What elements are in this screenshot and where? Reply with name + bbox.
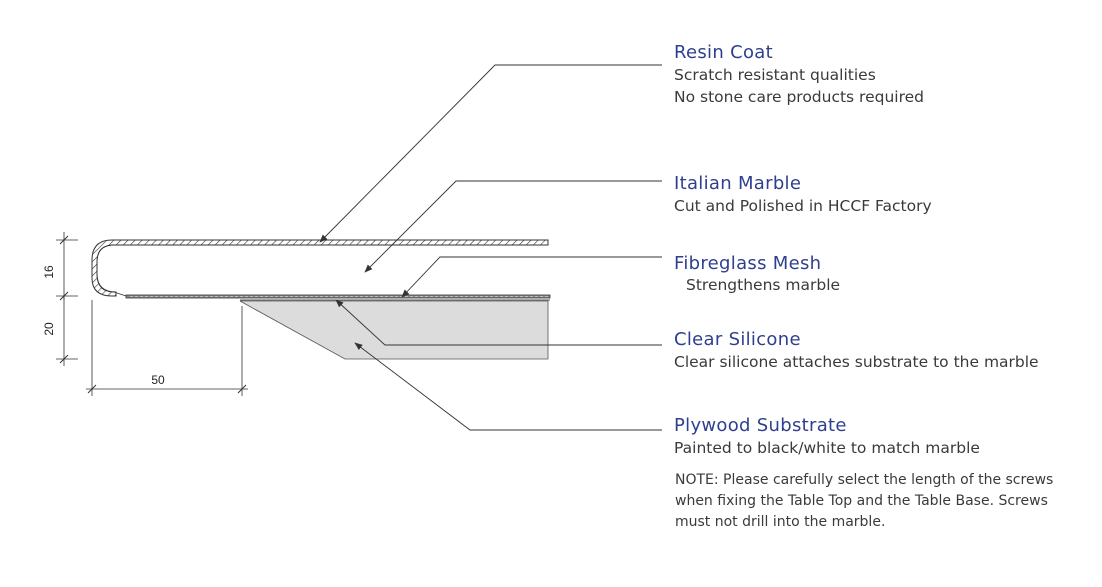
resin-coat-title: Resin Coat <box>674 42 773 63</box>
plywood-substrate-layer <box>239 300 549 360</box>
dimension-16-label: 16 <box>42 265 56 279</box>
dimension-marble-thickness: 16 <box>42 232 78 301</box>
dimension-20-label: 20 <box>42 322 56 336</box>
italian-marble-title: Italian Marble <box>674 173 802 194</box>
fibreglass-mesh-desc: Strengthens marble <box>686 276 841 294</box>
marble-layer <box>96 244 548 297</box>
leader-clear-silicone <box>335 299 662 346</box>
plywood-substrate-title: Plywood Substrate <box>674 415 847 436</box>
clear-silicone-desc: Clear silicone attaches substrate to the… <box>674 353 1039 371</box>
dimension-50-label: 50 <box>151 373 165 387</box>
screw-note: NOTE: Please carefully select the length… <box>675 472 1054 530</box>
resin-coat-desc-2: No stone care products required <box>674 88 925 106</box>
leader-plywood-substrate <box>354 342 662 431</box>
fibreglass-mesh-title: Fibreglass Mesh <box>674 253 822 274</box>
dimension-overhang-width: 50 <box>86 300 248 396</box>
resin-coat-layer <box>91 239 549 297</box>
leader-resin-coat <box>319 64 662 243</box>
resin-coat-desc-1: Scratch resistant qualities <box>674 66 876 84</box>
leader-italian-marble <box>364 180 662 273</box>
plywood-substrate-desc: Painted to black/white to match marble <box>674 439 980 457</box>
italian-marble-desc: Cut and Polished in HCCF Factory <box>674 197 932 215</box>
leader-fibreglass-mesh <box>401 256 662 298</box>
dimension-substrate-thickness: 20 <box>42 296 78 366</box>
clear-silicone-title: Clear Silicone <box>674 329 801 350</box>
